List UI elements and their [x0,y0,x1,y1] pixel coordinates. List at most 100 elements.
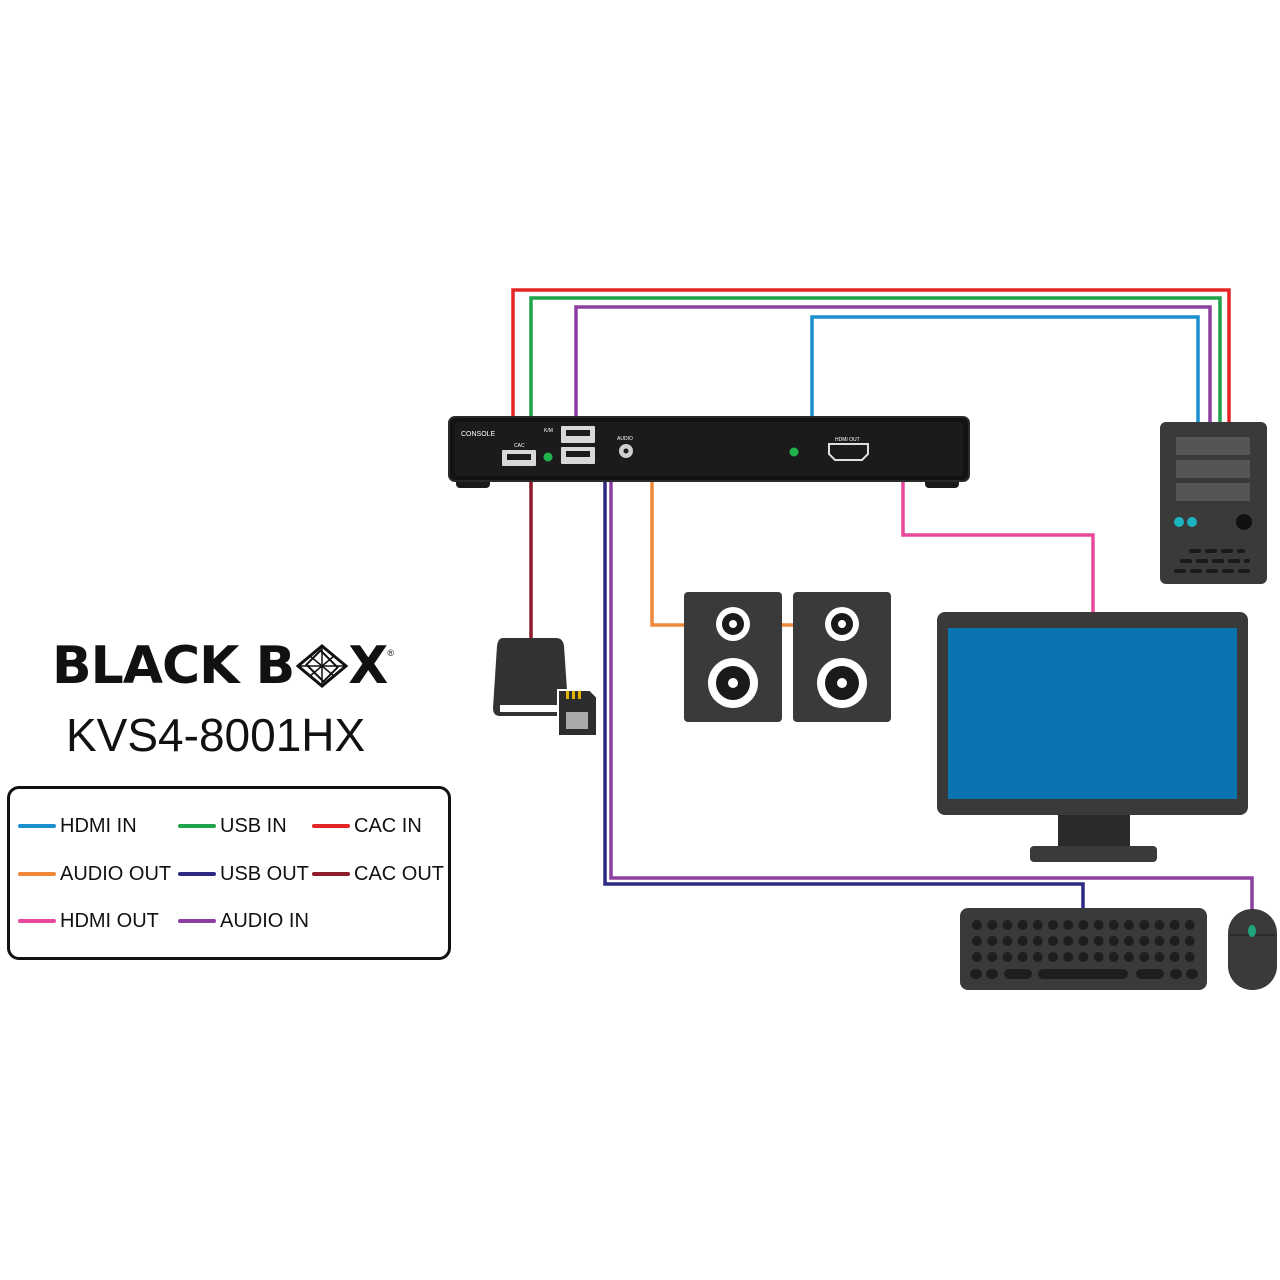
brand-name-part2: X [348,636,388,696]
hdmi-out-port [828,443,869,461]
card-contact-3 [578,691,581,699]
status-led-left [543,452,553,462]
keyboard-key [1093,936,1104,946]
cable-usb-in [529,296,1222,425]
km-port-label: K/M [544,428,553,434]
keyboard-key [972,952,982,962]
card-reader-body [493,638,568,716]
drive-bay-2 [1176,460,1250,478]
keyboard-key [987,952,998,962]
legend-label-cac-out: CAC OUT [354,862,444,885]
registered-mark: ® [387,648,394,658]
cac-port-label: CAC [514,443,525,449]
legend-label-hdmi-in: HDMI IN [60,814,137,837]
keyboard-key [1169,920,1180,930]
keyboard-key [1184,920,1195,930]
keyboard-key [1169,936,1180,946]
monitor-base [1030,846,1157,862]
keyboard-key [1017,936,1028,946]
cable-audio-in [574,305,1212,425]
keyboard-key [986,969,998,979]
legend-item-cac-in: CAC IN [312,814,422,838]
legend-swatch-audio-out [18,872,56,876]
console-label: CONSOLE [461,431,496,438]
keyboard-key [1093,952,1104,962]
legend-item-usb-in: USB IN [178,814,287,838]
keyboard-key [1048,920,1058,930]
legend-label-audio-out: AUDIO OUT [60,862,172,885]
keyboard-key [1136,969,1164,979]
keyboard-key [1124,936,1134,946]
legend-item-audio-out: AUDIO OUT [18,862,171,886]
legend-label-cac-in: CAC IN [354,814,422,837]
keyboard-key [1108,952,1119,962]
brand-name-part1: BLACK B [52,636,295,696]
keyboard-key [1032,936,1043,946]
audio-jack-hole [623,448,629,454]
keyboard-keys [970,920,1198,979]
keyboard-key [1139,920,1150,930]
keyboard-key [1154,936,1165,946]
cable-cac-in [511,288,1231,425]
keyboard-key [1048,936,1058,946]
keyboard-key [1108,920,1119,930]
hdmi-out-port-label: HDMI OUT [835,437,860,443]
keyboard-key [1169,952,1180,962]
tower-led-2 [1187,517,1197,527]
keyboard-key [1139,952,1150,962]
power-button-icon [1236,514,1252,530]
keyboard-key [1139,936,1150,946]
keyboard-key [987,920,998,930]
drive-bay-3 [1176,483,1250,501]
legend-item-cac-out: CAC OUT [312,862,444,886]
kvm-switch: CONSOLE CAC K/M AUDIO HDMI OUT [448,416,970,488]
card-contact-1 [566,691,569,699]
keyboard-key [1078,952,1089,962]
status-led-right [789,447,799,457]
mouse-body [1228,909,1277,990]
keyboard-key [1063,920,1074,930]
keyboard-key [1002,952,1013,962]
legend-item-hdmi-in: HDMI IN [18,814,137,838]
black-box-cube-icon [295,644,349,688]
speaker-left-tweeter-center [729,620,737,628]
legend-item-usb-out: USB OUT [178,862,309,886]
computer-tower [1160,422,1267,584]
keyboard-key [1124,920,1134,930]
legend-item-audio-in: AUDIO IN [178,909,309,933]
speaker-right [793,592,891,722]
legend-swatch-usb-in [178,824,216,828]
speaker-left [684,592,782,722]
keyboard-key [1078,936,1089,946]
legend: HDMI IN USB IN CAC IN AUDIO OUT USB OUT … [7,786,451,960]
keyboard-key [972,920,982,930]
keyboard-key [1184,952,1195,962]
card-slot [500,705,560,712]
brand-logo: BLACK B X ® [52,636,394,696]
audio-port-label: AUDIO [617,436,633,442]
cable-hdmi-out [901,478,1095,615]
keyboard-key [1004,969,1032,979]
speaker-right-body [793,592,891,722]
keyboard-key [972,936,982,946]
monitor-neck [1058,815,1130,848]
keyboard-key [1154,920,1165,930]
monitor-screen [948,628,1237,799]
legend-label-usb-out: USB OUT [220,862,309,885]
keyboard-key [1063,952,1074,962]
mouse-wheel [1248,925,1256,937]
card-contact-2 [572,691,575,699]
keyboard-key [1002,936,1013,946]
cac-usb-port-slot [507,454,531,460]
keyboard-key [1108,936,1119,946]
keyboard-key [1032,920,1043,930]
mouse [1228,909,1277,990]
keyboard-key [1124,952,1134,962]
legend-swatch-usb-out [178,872,216,876]
keyboard-key [1093,920,1104,930]
cable-audio-out [650,478,688,627]
keyboard-key [1063,936,1074,946]
keyboard-key [1078,920,1089,930]
km-usb-port-bottom-slot [566,451,590,457]
